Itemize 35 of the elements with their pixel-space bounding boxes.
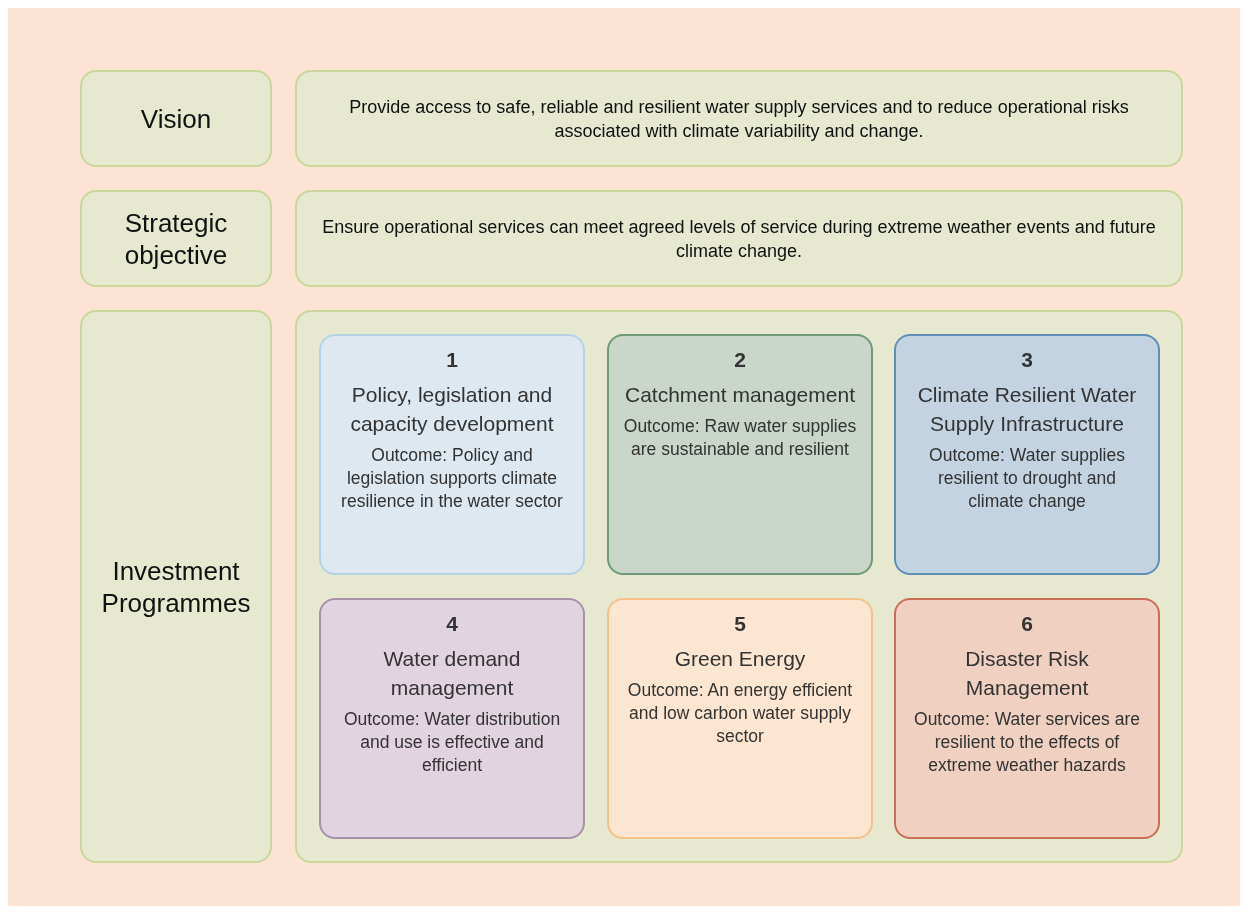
- outcome-text: Outcome: Water supplies resilient to drought and climate change: [928, 444, 1126, 513]
- programme-title: Water demand management: [382, 646, 522, 701]
- statement-text: Ensure operational services can meet agreed levels of service during extreme weather events and future climate change.: [321, 215, 1157, 263]
- text-box: [80, 190, 272, 287]
- outcome-text: Outcome: Water distribution and use is effective and efficient: [342, 708, 562, 777]
- programme-card: [894, 598, 1160, 839]
- statement-text: Provide access to safe, reliable and resilient water supply services and to reduce operational risks associated with climate variability and change.: [348, 95, 1130, 143]
- programme-title: Green Energy: [674, 646, 806, 672]
- programme-number: 4: [446, 611, 458, 637]
- programme-title: Catchment management: [625, 382, 855, 408]
- outcome-text: Outcome: Water services are resilient to the effects of extreme weather hazards: [913, 708, 1141, 777]
- programme-title: Policy, legislation and capacity development: [349, 382, 555, 437]
- row-heading: Investment Programmes: [100, 554, 252, 619]
- programme-number: 3: [1021, 347, 1033, 373]
- programme-title: Disaster Risk Management: [964, 646, 1090, 701]
- programme-card: [607, 598, 873, 839]
- programmes-panel: [295, 310, 1183, 863]
- text-box: [80, 70, 272, 167]
- programme-card: [894, 334, 1160, 575]
- programme-card: [607, 334, 873, 575]
- text-box: [80, 310, 272, 863]
- outcome-text: Outcome: Policy and legislation supports climate resilience in the water sector: [340, 444, 564, 513]
- outcome-text: Outcome: An energy efficient and low carbon water supply sector: [626, 679, 854, 748]
- programme-number: 5: [734, 611, 746, 637]
- programme-number: 1: [446, 347, 458, 373]
- programme-card: [319, 334, 585, 575]
- programme-card: [319, 598, 585, 839]
- programme-number: 6: [1021, 611, 1033, 637]
- programme-number: 2: [734, 347, 746, 373]
- row-heading: Vision: [140, 102, 212, 135]
- text-box: [295, 190, 1183, 287]
- text-box: [295, 70, 1183, 167]
- row-heading: Strategic objective: [123, 206, 229, 271]
- outcome-text: Outcome: Raw water supplies are sustainable and resilient: [623, 415, 857, 461]
- programme-title: Climate Resilient Water Supply Infrastructure: [916, 382, 1138, 437]
